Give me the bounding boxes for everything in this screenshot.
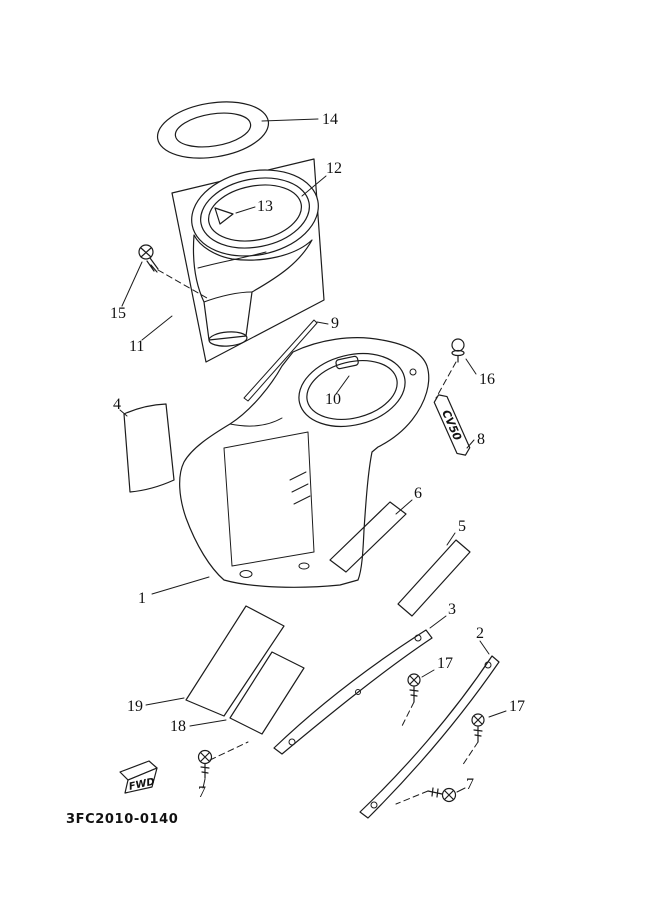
screw-17-upper	[407, 673, 421, 703]
leader-line-15	[121, 261, 143, 307]
leader-line-4	[119, 409, 128, 417]
part-label-9: 9	[331, 315, 339, 332]
fwd-label: FWD	[128, 777, 156, 793]
part-bracket-10	[335, 355, 359, 370]
part-label-1: 1	[138, 590, 146, 607]
part-label-3: 3	[448, 601, 456, 618]
part-label-17-upper: 17	[437, 655, 453, 672]
fwd-flag: FWD	[119, 760, 158, 794]
assembly-line-7-right	[395, 790, 429, 805]
part-label-13: 13	[257, 198, 273, 215]
assembly-line-16	[435, 361, 457, 399]
part-label-16: 16	[479, 371, 495, 388]
leader-line-11	[141, 315, 173, 341]
part-label-15: 15	[110, 305, 126, 322]
part-trim-strip-9	[243, 319, 318, 402]
part-label-12: 12	[326, 160, 342, 177]
part-label-7-left: 7	[198, 784, 206, 801]
leader-line-7-right	[456, 787, 466, 793]
leader-line-10	[335, 375, 350, 395]
leader-line-18	[189, 719, 227, 727]
part-panel-18	[229, 651, 305, 735]
screw-15	[138, 244, 159, 273]
part-label-5: 5	[458, 518, 466, 535]
part-panel-4	[123, 403, 175, 493]
part-trim-2	[359, 655, 500, 819]
part-seal-gasket	[156, 101, 270, 159]
part-label-2: 2	[476, 625, 484, 642]
leader-line-5	[446, 532, 456, 546]
leader-line-3	[429, 615, 447, 629]
direction-arrow-mark	[214, 207, 234, 225]
model-emblem: CV50	[433, 394, 471, 456]
leader-line-17-upper	[421, 669, 435, 678]
leader-line-9	[316, 321, 329, 325]
part-label-18: 18	[170, 718, 186, 735]
part-main-cover	[179, 337, 430, 588]
assembly-line-7-left	[209, 741, 249, 761]
leader-line-6	[395, 499, 413, 515]
part-label-8: 8	[477, 431, 485, 448]
part-label-10: 10	[325, 391, 341, 408]
leader-line-12	[301, 175, 327, 197]
leader-line-7-left	[202, 778, 206, 789]
part-label-7-right: 7	[466, 776, 474, 793]
part-panel-19	[185, 605, 285, 717]
part-trim-3	[273, 629, 433, 755]
part-label-14: 14	[322, 111, 338, 128]
leader-line-19	[145, 697, 185, 706]
part-label-4: 4	[113, 396, 121, 413]
screw-17-lower	[471, 713, 485, 743]
part-label-11: 11	[129, 338, 144, 355]
part-label-17-lower: 17	[509, 698, 525, 715]
part-label-6: 6	[414, 485, 422, 502]
leader-line-2	[479, 640, 490, 655]
part-panel-5	[397, 539, 471, 617]
part-label-19: 19	[127, 698, 143, 715]
part-storage-box	[191, 169, 319, 347]
leader-line-13	[235, 206, 256, 214]
assembly-line-17-upper	[401, 701, 415, 727]
assembly-line-17-lower	[461, 741, 479, 767]
screw-7-right	[427, 787, 457, 803]
screw-7-left	[197, 749, 213, 779]
leader-line-1	[151, 576, 210, 595]
leader-line-16	[465, 358, 477, 375]
screw-16	[451, 338, 465, 363]
leader-line-17-lower	[488, 710, 507, 718]
diagram-code: 3FC2010-0140	[66, 812, 178, 827]
part-panel-6	[329, 501, 407, 573]
leader-line-8	[466, 439, 475, 449]
leader-line-14	[261, 118, 319, 122]
